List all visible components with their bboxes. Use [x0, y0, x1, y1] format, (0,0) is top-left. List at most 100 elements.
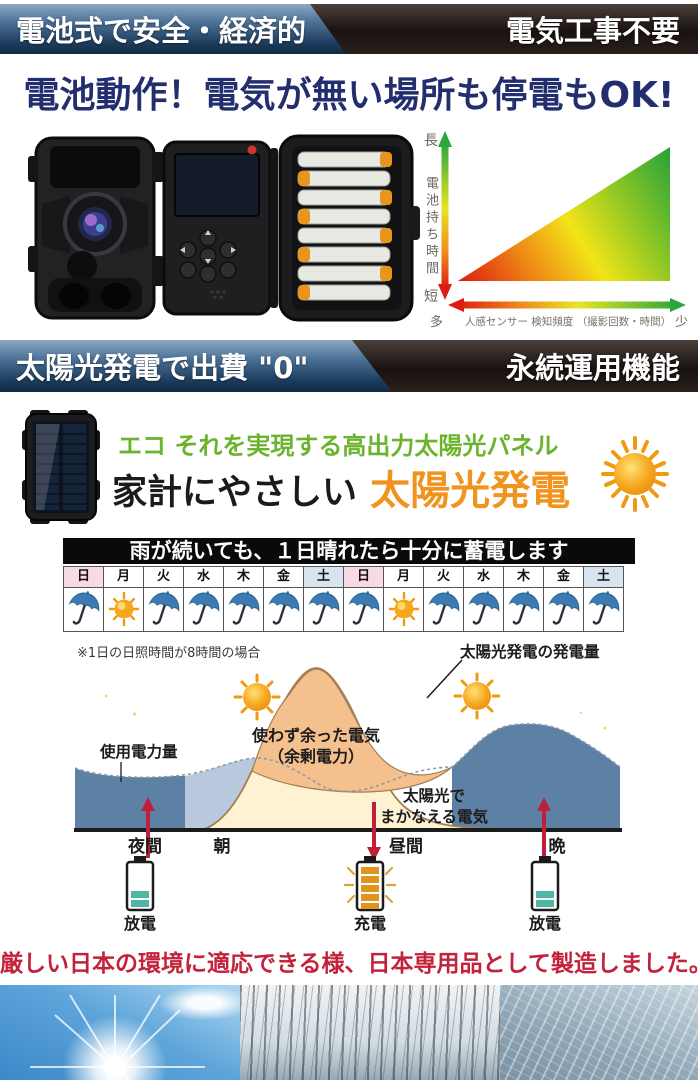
frost-photo	[500, 985, 698, 1080]
battery-headline: 電池動作！電気が無い場所も停電もOK!	[23, 75, 675, 116]
header-left-label: 電池式で安全・経済的	[16, 14, 307, 48]
umbrella-icon	[184, 588, 223, 631]
calendar-day-label: 火	[144, 567, 183, 588]
moon-icon	[579, 706, 607, 732]
covered-label-1: 太陽光で	[403, 786, 465, 805]
calendar-day: 火	[144, 567, 184, 632]
evening-usage-area	[452, 723, 620, 830]
calendar-day: 木	[224, 567, 264, 632]
umbrella-icon	[344, 588, 383, 631]
sun-icon	[233, 673, 281, 721]
x-label-night: 夜間	[127, 836, 162, 857]
calendar-day: 水	[464, 567, 504, 632]
surplus-label-1: 使わず余った電気	[251, 726, 380, 745]
calendar-day-label: 月	[104, 567, 143, 588]
sunshine-note: ※1日の日照時間が8時間の場合	[77, 646, 260, 661]
solar-headline: 家計にやさしい 太陽光発電	[112, 458, 570, 516]
storage-banner: 雨が続いても、１日晴れたら十分に蓄電します	[63, 538, 635, 564]
calendar-day-label: 木	[224, 567, 263, 588]
header-left-label: 太陽光発電で出費 "0"	[16, 351, 309, 385]
usage-label: 使用電力量	[99, 742, 178, 761]
section-header-battery: 電池式で安全・経済的 電気工事不要	[0, 4, 698, 54]
product-photos	[28, 134, 420, 322]
power-curve-diagram: ※1日の日照時間が8時間の場合 太陽光発電の発電量 使用電力量 使わず余った電気…	[74, 642, 622, 933]
x-label-noon: 昼間	[389, 837, 423, 857]
solar-panel-image	[22, 410, 100, 524]
section-header-solar: 太陽光発電で出費 "0" 永続運用機能	[0, 340, 698, 392]
calendar-day-label: 木	[504, 567, 543, 588]
header-right-label: 永続運用機能	[505, 351, 680, 385]
discharge-arrow	[141, 797, 155, 858]
x-max-label: 多	[430, 314, 443, 330]
umbrella-icon	[464, 588, 503, 631]
battery-life-chart: 長 短 多 少 人感センサー 検知頻度 （撮影回数・時間）	[424, 131, 688, 330]
header-blue-ribbon	[0, 4, 346, 54]
calendar-day: 木	[504, 567, 544, 632]
night-usage-area	[75, 768, 185, 830]
calendar-day: 月	[384, 567, 424, 632]
calendar-day-label: 金	[544, 567, 583, 588]
calendar-day-label: 日	[344, 567, 383, 588]
calendar-day-label: 土	[304, 567, 343, 588]
battery-label-right: 放電	[528, 914, 561, 933]
generation-label: 太陽光発電の発電量	[460, 642, 600, 661]
calendar-day: 月	[104, 567, 144, 632]
camera-back-image	[162, 140, 278, 316]
sun-icon	[453, 672, 501, 720]
y-max-label: 長	[424, 133, 438, 149]
umbrella-icon	[264, 588, 303, 631]
calendar-day-label: 月	[384, 567, 423, 588]
moon-icon	[105, 688, 136, 718]
umbrella-icon	[504, 588, 543, 631]
calendar-day-label: 日	[64, 567, 103, 588]
calendar-day: 金	[544, 567, 584, 632]
battery-charge-icon	[343, 856, 397, 912]
calendar-day: 日	[344, 567, 384, 632]
eco-subheadline: エコ それを実現する高出力太陽光パネル	[118, 432, 559, 460]
charge-arrow	[367, 802, 381, 861]
camera-front-image	[28, 136, 164, 320]
battery-discharge-icon	[530, 856, 560, 912]
covered-label-2: まかなえる電気	[380, 807, 489, 826]
battery-case-image	[278, 134, 420, 322]
x-axis-title: 人感センサー 検知頻度 （撮影回数・時間）	[465, 315, 671, 328]
sun-icon	[104, 588, 143, 631]
japan-spec-note: 厳しい日本の環境に適応できる様、日本専用品として製造しました。	[0, 951, 698, 977]
umbrella-icon	[584, 588, 623, 631]
calendar-day: 火	[424, 567, 464, 632]
calendar-day: 日	[64, 567, 104, 632]
sun-icon	[384, 588, 423, 631]
umbrella-icon	[424, 588, 463, 631]
battery-discharge-icon	[125, 856, 155, 912]
umbrella-icon	[304, 588, 343, 631]
calendar-day-label: 土	[584, 567, 623, 588]
snow-forest-photo	[240, 985, 500, 1080]
solar-headline-orange: 太陽光発電	[370, 468, 571, 514]
sunny-sky-photo	[0, 985, 240, 1080]
y-axis-title: 電池持ち時間	[423, 176, 438, 278]
battery-label-mid: 充電	[354, 914, 386, 933]
umbrella-icon	[224, 588, 263, 631]
calendar-day: 水	[184, 567, 224, 632]
surplus-label-2: （余剰電力）	[268, 747, 364, 766]
discharge-arrow	[537, 797, 551, 858]
sun-icon	[601, 436, 669, 512]
umbrella-icon	[144, 588, 183, 631]
x-min-label: 少	[675, 315, 688, 330]
x-label-evening: 晩	[549, 836, 566, 857]
calendar-day: 土	[584, 567, 624, 632]
calendar-day-label: 水	[464, 567, 503, 588]
environment-photo-strip	[0, 985, 698, 1080]
umbrella-icon	[544, 588, 583, 631]
calendar-day-label: 火	[424, 567, 463, 588]
battery-label-left: 放電	[123, 914, 156, 933]
calendar-day: 土	[304, 567, 344, 632]
y-min-label: 短	[424, 289, 438, 305]
weather-calendar: 日月火水木金土日月火水木金土	[63, 566, 624, 632]
header-blue-ribbon	[0, 340, 392, 392]
x-label-morning: 朝	[214, 836, 231, 857]
surplus-power-area	[251, 668, 453, 793]
umbrella-icon	[64, 588, 103, 631]
calendar-day-label: 金	[264, 567, 303, 588]
